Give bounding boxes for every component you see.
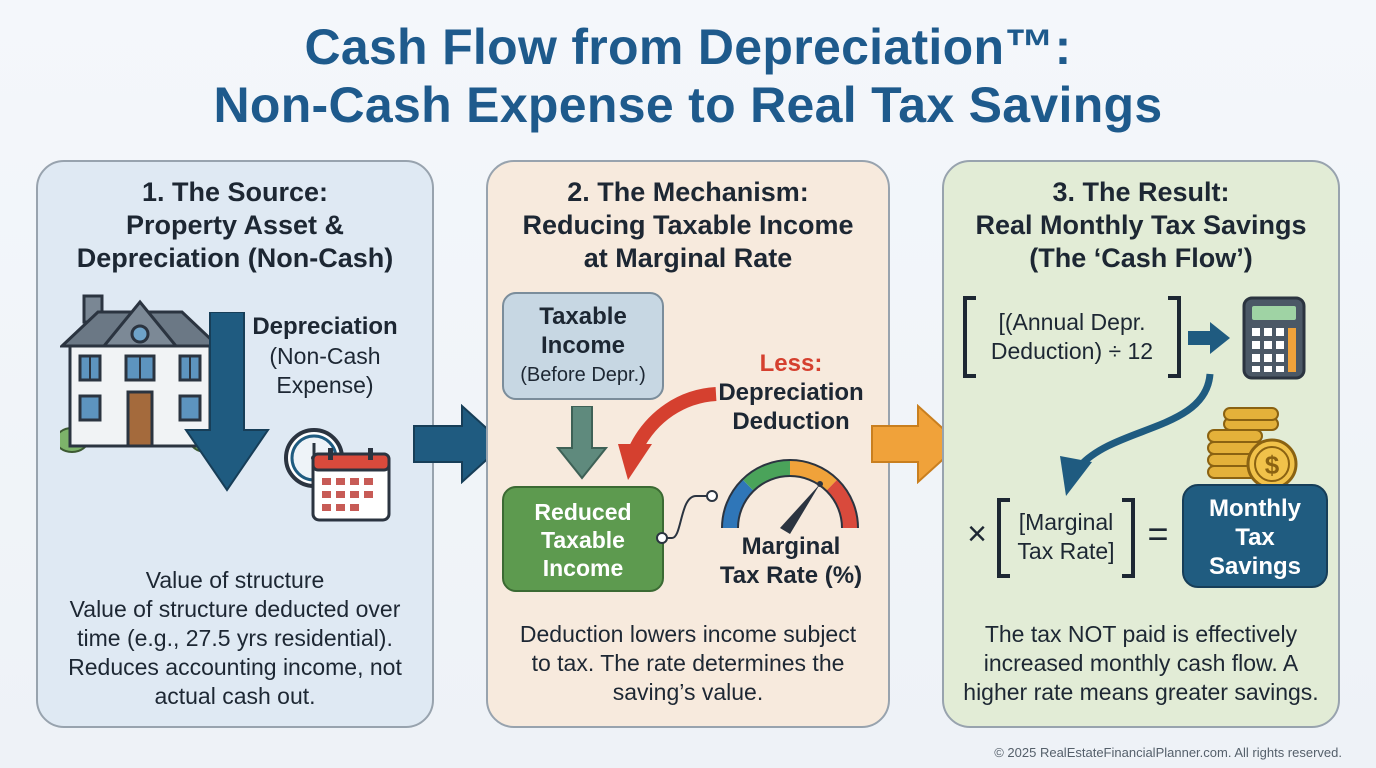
- curved-arrow-icon: [618, 387, 717, 480]
- heading-line: at Marginal Rate: [583, 243, 793, 273]
- title-line-2: Non-Cash Expense to Real Tax Savings: [213, 77, 1163, 133]
- body-line: time (e.g., 27.5 yrs residential).: [77, 625, 393, 651]
- panel-source-body: Value of structure Value of structure de…: [38, 566, 432, 711]
- depreciation-sub-line: Expense): [276, 372, 374, 398]
- calculator-icon: [1242, 296, 1306, 380]
- heading-line: 1. The Source:: [141, 177, 329, 207]
- formula-rate: [Marginal Tax Rate]: [1008, 508, 1124, 566]
- taxable-box-line: Taxable: [539, 303, 627, 330]
- savings-box-line: Savings: [1208, 553, 1302, 580]
- taxable-income-box: Taxable Income (Before Depr.): [502, 292, 664, 400]
- deduction-line: Depreciation: [718, 379, 864, 406]
- down-arrow-icon: [556, 406, 608, 480]
- less-label: Less:: [759, 350, 823, 377]
- reduced-box-line: Income: [542, 555, 624, 581]
- down-arrow-icon: [184, 312, 270, 492]
- taxable-box-line: Income: [540, 332, 626, 359]
- body-line: to tax. The rate determines the: [531, 650, 845, 676]
- formula-top-line: [(Annual Depr.: [998, 309, 1146, 335]
- body-line: Deduction lowers income subject: [519, 621, 857, 647]
- copyright-footer: © 2025 RealEstateFinancialPlanner.com. A…: [994, 745, 1342, 760]
- body-line: Value of structure deducted over: [69, 596, 401, 622]
- heading-line: Depreciation (Non-Cash): [76, 243, 394, 273]
- gauge-icon: [721, 459, 859, 534]
- svg-text:$: $: [1265, 450, 1280, 480]
- depreciation-sub-line: (Non-Cash: [269, 343, 381, 369]
- heading-line: Property Asset &: [125, 210, 345, 240]
- body-line: saving’s value.: [612, 679, 764, 705]
- heading-line: Reducing Taxable Income: [522, 210, 854, 240]
- bracket-left: [963, 296, 976, 378]
- calendar-icon: [311, 448, 391, 522]
- taxable-box-sub: (Before Depr.): [520, 364, 646, 386]
- equals-symbol: =: [1147, 513, 1169, 554]
- right-arrow-icon: [871, 404, 962, 484]
- bracket-right: [1122, 498, 1135, 578]
- bracket-right: [1168, 296, 1181, 378]
- panel-mechanism-body: Deduction lowers income subject to tax. …: [488, 620, 888, 707]
- curved-arrow-icon: [1060, 373, 1214, 496]
- reduced-box-line: Taxable: [541, 527, 625, 553]
- body-line: higher rate means greater savings.: [963, 679, 1319, 705]
- panel-mechanism: 2. The Mechanism: Reducing Taxable Incom…: [486, 160, 890, 728]
- depreciation-label: Depreciation: [252, 313, 398, 340]
- gauge-label: Marginal Tax Rate (%): [706, 532, 876, 590]
- coin-stack-icon: $: [1207, 407, 1298, 490]
- heading-line: (The ‘Cash Flow’): [1029, 243, 1253, 273]
- gauge-label-line: Marginal: [741, 533, 841, 560]
- gauge-label-line: Tax Rate (%): [719, 562, 863, 589]
- body-line: The tax NOT paid is effectively: [984, 621, 1298, 647]
- bracket-left: [997, 498, 1010, 578]
- panel-result-body: The tax NOT paid is effectively increase…: [944, 620, 1338, 707]
- reduced-taxable-income-box: Reduced Taxable Income: [502, 486, 664, 592]
- title-line-1: Cash Flow from Depreciation™:: [304, 19, 1072, 75]
- depreciation-sub: (Non-Cash Expense): [250, 342, 400, 400]
- heading-line: Real Monthly Tax Savings: [975, 210, 1307, 240]
- monthly-tax-savings-box: Monthly Tax Savings: [1182, 484, 1328, 588]
- deduction-line: Deduction: [732, 408, 850, 435]
- heading-line: 3. The Result:: [1052, 177, 1230, 207]
- formula-rate-line: Tax Rate]: [1017, 538, 1115, 564]
- deduction-label: Depreciation Deduction: [706, 378, 876, 436]
- page-title: Cash Flow from Depreciation™: Non-Cash E…: [0, 18, 1376, 134]
- body-line: Value of structure: [145, 567, 325, 593]
- formula-top-line: Deduction) ÷ 12: [990, 338, 1154, 364]
- formula-top: [(Annual Depr. Deduction) ÷ 12: [974, 308, 1170, 366]
- body-line: increased monthly cash flow. A: [983, 650, 1299, 676]
- right-arrow-icon: [413, 404, 506, 484]
- formula-rate-line: [Marginal: [1018, 509, 1114, 535]
- panel-result: 3. The Result: Real Monthly Tax Savings …: [942, 160, 1340, 728]
- panel-source-heading: 1. The Source: Property Asset & Deprecia…: [38, 176, 432, 275]
- panel-source: 1. The Source: Property Asset & Deprecia…: [36, 160, 434, 728]
- body-line: actual cash out.: [154, 683, 316, 709]
- panel-result-heading: 3. The Result: Real Monthly Tax Savings …: [944, 176, 1338, 275]
- connector-line: [656, 490, 718, 544]
- panel-mechanism-heading: 2. The Mechanism: Reducing Taxable Incom…: [488, 176, 888, 275]
- heading-line: 2. The Mechanism:: [567, 177, 809, 207]
- savings-box-line: Monthly: [1209, 495, 1301, 522]
- times-symbol: ×: [967, 515, 987, 553]
- reduced-box-line: Reduced: [534, 499, 632, 525]
- house-icon: [60, 294, 220, 453]
- body-line: Reduces accounting income, not: [68, 654, 402, 680]
- right-arrow-icon: [1188, 322, 1230, 354]
- savings-box-line: Tax: [1235, 524, 1275, 551]
